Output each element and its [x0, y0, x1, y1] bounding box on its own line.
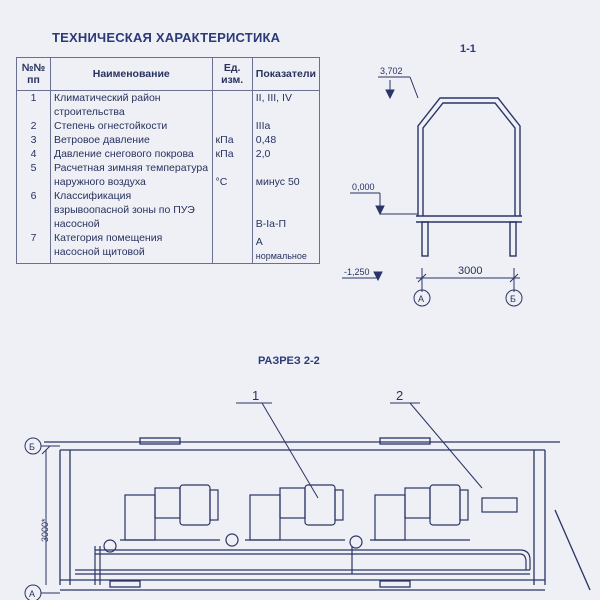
callout-2-label: 2 [396, 388, 403, 403]
row-value: 0,48 [251, 133, 321, 147]
row-value: 2,0 [251, 147, 321, 161]
height-dimension [41, 445, 51, 585]
section-2-2-drawing: 1 2 3000* Б А [24, 388, 591, 600]
pipelines [75, 546, 531, 585]
row-unit [211, 90, 253, 119]
row-unit [211, 119, 253, 133]
row-name: Категория помещения насосной щитовой [49, 231, 213, 264]
table-row: 2 Степень огнестойкости IIIa [16, 119, 321, 133]
row-name: Степень огнестойкости [49, 119, 213, 133]
row-unit: °С [211, 161, 253, 189]
row-name: Расчетная зимняя температура наружного в… [49, 161, 213, 189]
header-value: Показатели [251, 57, 321, 91]
row-value-primary: А [255, 236, 263, 248]
table-row: 6 Классификация взрывоопасной зоны по ПУ… [16, 189, 321, 231]
level-marks [342, 76, 419, 282]
row-name: Классификация взрывоопасной зоны по ПУЭ … [49, 189, 213, 231]
axis-a-label-2: А [29, 589, 35, 599]
row-unit [211, 189, 253, 231]
row-value: А нормальное [251, 231, 321, 264]
callout-leaders [236, 402, 483, 499]
header-num: №№ пп [16, 57, 51, 91]
height-dimension-label: 3000* [40, 518, 50, 542]
spec-title: ТЕХНИЧЕСКАЯ ХАРАКТЕРИСТИКА [52, 30, 281, 45]
level-mark-top: 3,702 [380, 66, 403, 76]
row-name: Давление снегового покрова [49, 147, 213, 161]
table-row: 7 Категория помещения насосной щитовой А… [16, 231, 321, 264]
building-frame [44, 437, 591, 591]
row-num: 5 [16, 161, 51, 189]
header-unit: Ед. изм. [211, 57, 253, 91]
pump-units [103, 484, 518, 553]
pump-unit [245, 484, 363, 549]
row-num: 3 [16, 133, 51, 147]
row-num: 2 [16, 119, 51, 133]
pump-unit [103, 484, 239, 553]
axis-b-label-2: Б [29, 442, 35, 452]
level-mark-bottom: -1,250 [344, 267, 370, 277]
row-num: 4 [16, 147, 51, 161]
callout-1-label: 1 [252, 388, 259, 403]
control-box [481, 497, 518, 513]
section-1-1-drawing: 1-1 3,702 0,000 -1,250 3000 [342, 43, 523, 307]
row-name: Климатический район строительства [49, 90, 213, 119]
level-mark-zero: 0,000 [352, 182, 375, 192]
spec-header-row: №№ пп Наименование Ед. изм. Показатели [16, 57, 321, 91]
row-num: 1 [16, 90, 51, 119]
header-name: Наименование [49, 57, 213, 91]
row-value-secondary: нормальное [255, 251, 307, 261]
row-name: Ветровое давление [49, 133, 213, 147]
axis-b-label: Б [510, 294, 516, 304]
width-dimension-label: 3000 [458, 265, 482, 277]
axis-circles [24, 437, 60, 600]
axis-markers [413, 288, 523, 307]
row-unit [211, 231, 253, 264]
row-value: минус 50 [251, 161, 321, 189]
building-outline [416, 97, 522, 257]
row-value: В-Iа-П [251, 189, 321, 231]
row-unit: кПа [211, 147, 253, 161]
table-row: 4 Давление снегового покрова кПа 2,0 [16, 147, 321, 161]
pump-unit [370, 484, 470, 541]
axis-a-label: А [418, 294, 424, 304]
row-value: IIIa [251, 119, 321, 133]
table-row: 5 Расчетная зимняя температура наружного… [16, 161, 321, 189]
row-num: 7 [16, 231, 51, 264]
table-row: 3 Ветровое давление кПа 0,48 [16, 133, 321, 147]
row-unit: кПа [211, 133, 253, 147]
table-row: 1 Климатический район строительства II, … [16, 90, 321, 119]
section-1-1-title: 1-1 [460, 43, 476, 55]
row-value: II, III, IV [251, 90, 321, 119]
row-num: 6 [16, 189, 51, 231]
spec-table: №№ пп Наименование Ед. изм. Показатели 1… [16, 57, 321, 264]
section-2-2-title: РАЗРЕЗ 2-2 [258, 355, 320, 367]
